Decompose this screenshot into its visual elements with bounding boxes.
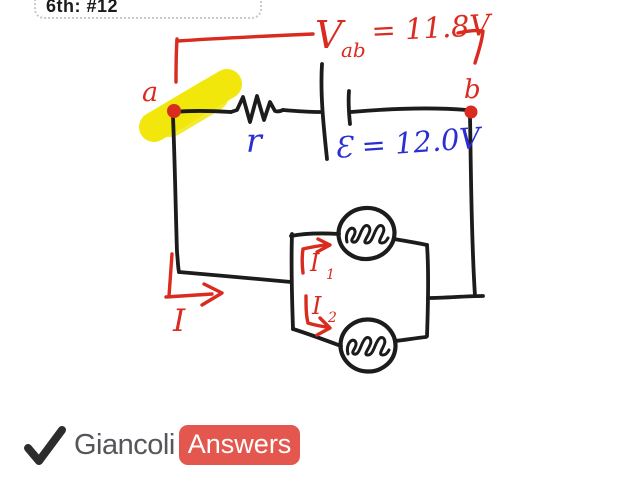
wire-right-connector xyxy=(426,294,485,300)
vab-bracket-right-hook xyxy=(456,28,485,65)
problem-number-label: 6th: #12 xyxy=(46,0,119,16)
bulb-1-outline xyxy=(336,205,397,262)
current-1-subscript: 1 xyxy=(326,267,335,283)
wire-left-vertical xyxy=(171,115,181,274)
current-2-arrowhead xyxy=(315,316,332,337)
current-2-subscript: 2 xyxy=(327,310,337,326)
battery-short-plate xyxy=(346,89,352,126)
parallel-box-left xyxy=(289,232,295,331)
current-1-arrowhead xyxy=(315,237,332,254)
vab-bracket-left xyxy=(174,37,179,84)
bulb-2-outline xyxy=(338,317,398,374)
vab-symbol: V xyxy=(315,13,346,57)
current-1-bracket xyxy=(300,243,327,275)
vab-value: = 11.8V xyxy=(371,8,495,48)
vab-bracket-top xyxy=(175,32,315,43)
current-total-bracket xyxy=(164,252,214,299)
node-a-label: a xyxy=(142,77,158,108)
problem-number-tab[interactable]: 6th: #12 xyxy=(34,0,262,19)
checkmark-icon xyxy=(24,426,66,465)
parallel-box-top-left xyxy=(289,231,341,238)
current-1-symbol: I xyxy=(309,249,320,277)
wire-resistor-to-battery xyxy=(281,108,322,114)
highlighter-mark xyxy=(139,69,242,142)
parallel-box-top-right xyxy=(392,237,429,247)
emf-label: Ɛ = 12.0V xyxy=(333,121,484,165)
answers-badge: Answers xyxy=(178,425,301,465)
wire-a-to-resistor xyxy=(172,108,233,114)
vab-subscript: ab xyxy=(341,38,366,62)
bulb-2-filament-scribble xyxy=(345,336,391,357)
resistor-label: r xyxy=(246,121,264,160)
node-b-dot xyxy=(464,105,478,119)
wire-right-vertical xyxy=(468,115,477,298)
parallel-box-bottom-left xyxy=(291,327,343,348)
node-a-dot xyxy=(167,104,181,118)
wire-left-bottom xyxy=(177,270,293,284)
current-2-bracket xyxy=(304,294,328,329)
giancoli-answers-logo[interactable]: Giancoli Answers xyxy=(22,423,301,467)
parallel-box-right xyxy=(425,243,431,338)
current-2-symbol: I xyxy=(311,292,322,320)
brand-text: Giancoli xyxy=(74,428,175,461)
parallel-box-bottom-right xyxy=(393,335,428,343)
bulb-1-filament-scribble xyxy=(344,224,390,245)
battery-long-plate xyxy=(319,62,329,161)
current-total-arrowhead xyxy=(200,282,224,307)
node-b-label: b xyxy=(464,75,481,105)
wire-battery-to-b xyxy=(349,106,469,114)
resistor-zigzag xyxy=(229,94,285,124)
current-total-label: I xyxy=(172,303,186,339)
